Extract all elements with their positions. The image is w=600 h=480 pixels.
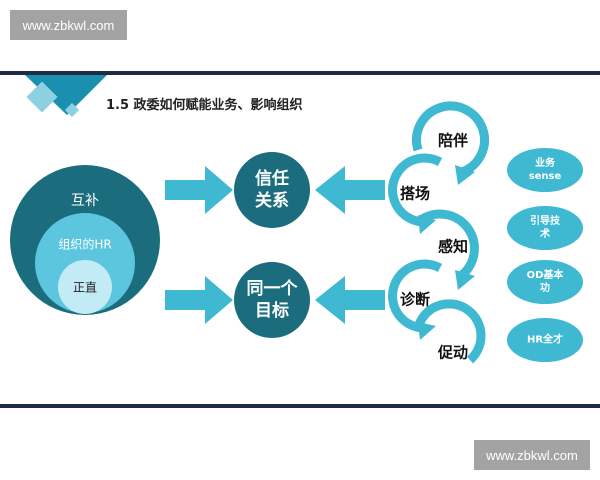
page-title: 1.5 政委如何赋能业务、影响组织 [106,98,303,113]
arc-4 [388,259,443,333]
step-label: 感知 [437,237,469,256]
skill-label: OD基本 功 [526,270,564,294]
skill-oval-1 [507,148,583,192]
center-circle-trust [234,152,310,228]
arrow-left-bottom [315,276,385,324]
top-divider [0,71,600,75]
skill-oval-4 [507,318,583,362]
skill-label: 引导技 术 [530,216,560,240]
inner-circle [58,260,112,314]
arrowhead-1 [455,165,475,185]
bottom-divider [0,404,600,408]
step-label: 促动 [437,343,469,362]
arrowhead-2 [418,215,436,234]
inner-circle-label: 正直 [72,280,98,295]
arrow-right-bottom [165,276,233,324]
skill-oval-3 [507,260,583,304]
step-label: 陪伴 [437,131,469,150]
center-label-goal: 同一个 目标 [246,279,298,321]
arc-5 [413,299,486,364]
skill-label: 业务 sense [528,158,562,182]
arrowhead-3 [455,270,475,290]
arc-3 [415,209,479,279]
arrow-right-top [165,166,233,214]
outer-circle-label: 互补 [71,193,99,209]
step-label: 诊断 [399,290,431,309]
arc-2 [388,153,443,227]
center-circle-goal [234,262,310,338]
watermark-top: www.zbkwl.com [10,10,127,40]
arrow-left-top [315,166,385,214]
arc-1 [412,101,489,177]
skill-oval-2 [507,206,583,250]
skill-label: HR全才 [526,334,564,346]
arrowhead-4 [418,322,436,340]
watermark-bottom: www.zbkwl.com [474,440,590,470]
step-label: 搭场 [399,184,431,203]
center-label-trust: 信任 关系 [255,169,289,211]
middle-circle-label: 组织的HR [58,237,112,252]
